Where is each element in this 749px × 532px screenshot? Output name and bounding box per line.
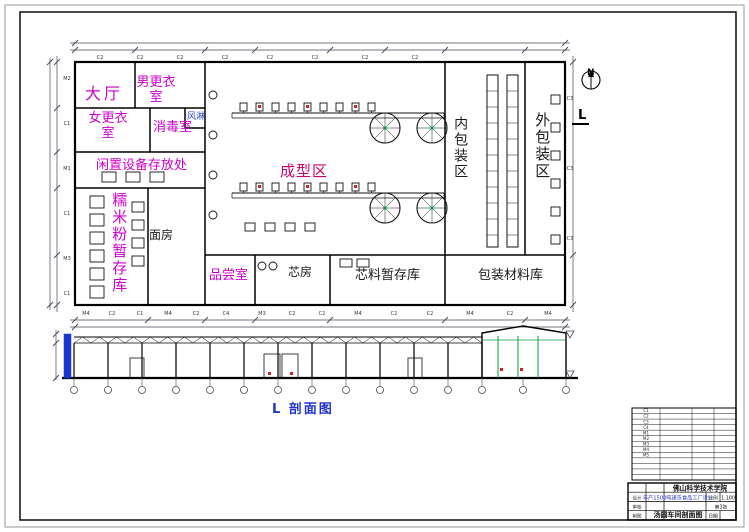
tiny-text: C2 [362,55,369,61]
room-label-dough-room: 面房 [149,228,174,242]
room-label-disinfection: 消毒室 [153,120,193,135]
plan-walls [73,60,567,307]
north-arrow [581,70,601,90]
room-label-packaging-warehouse: 包装材料库 [478,268,544,283]
section-view [52,325,578,394]
tiny-text: C2 [109,311,116,317]
tiny-text: C2 [289,311,296,317]
tiny-text: M3 [63,256,71,262]
title-block-school: 佛山科学技术学院 [672,484,728,493]
tiny-text: M2 [63,76,71,82]
tiny-text: C1 [64,121,71,127]
title-block-scale-value: 1:100 [721,495,735,501]
tiny-text: C4 [223,311,230,317]
title-block-date-label: 日期 [708,513,718,519]
room-label-mens-changing: 男更衣室 [136,75,176,105]
tiny-text: C3 [567,166,574,172]
tiny-text: C1 [64,211,71,217]
tiny-text: C3 [643,419,649,424]
title-block: 佛山科学技术学院 年产1500吨速冻食品工厂设计 汤圆车间剖面图 设计 审核 制… [633,484,735,520]
tiny-text: C2 [222,55,229,61]
north-arrow-label: N [587,68,595,78]
title-block-drawing-title: 汤圆车间剖面图 [654,510,703,519]
tiny-text: M3 [258,311,266,317]
title-block-check-label: 审核 [633,504,642,511]
title-block-project: 年产1500吨速冻食品工厂设计 [643,494,713,502]
title-block-draft-label: 制图 [633,513,642,520]
tiny-text: C2 [137,55,144,61]
tiny-text: C2 [267,55,274,61]
tiny-text: M4 [82,311,90,317]
tiny-text: C1 [137,311,144,317]
title-block-grid [627,482,737,521]
tiny-text: C2 [391,311,398,317]
room-label-lobby: 大厅 [85,84,124,103]
tiny-text: C2 [643,414,649,419]
tiny-text: C2 [427,311,434,317]
room-label-idle-equipment: 闲置设备存放处 [96,158,188,173]
room-label-filling-storage: 芯料暂存库 [355,268,421,283]
tiny-text: C2 [412,55,419,61]
section-title: L 剖面图 [272,402,334,417]
tiny-text: C2 [177,55,184,61]
plan-dimensions [46,39,577,331]
tiny-text: C2 [507,311,514,317]
tiny-text: M4 [164,311,172,317]
tiny-text: M5 [643,453,649,458]
plan-equipment [89,74,561,299]
room-label-filling-room: 芯房 [288,265,313,279]
title-block-scale-label: 比例 [708,494,718,501]
tiny-text: M3 [643,441,649,446]
tiny-text: C2 [319,311,326,317]
room-label-womens-changing: 女更衣室 [88,111,128,141]
tiny-text: M4 [354,311,362,317]
tiny-text: C1 [643,408,649,413]
tiny-text: C3 [567,236,574,242]
tiny-text: M4 [466,311,474,317]
title-block-design-label: 设计 [633,495,642,502]
room-label-inner-packaging: 内包装区 [452,116,469,180]
tiny-text: C2 [97,55,104,61]
room-label-forming-area: 成型区 [280,162,329,180]
tiny-text: C2 [312,55,319,61]
tiny-text: C3 [567,96,574,102]
tiny-text: C2 [193,311,200,317]
room-label-rice-flour-storage: 糯米粉暂存库 [110,192,129,294]
tiny-text: M1 [63,166,71,172]
room-label-air-shower: 风淋 [187,112,206,122]
title-block-sheet-value: 第3张 [715,504,728,511]
room-label-tasting-room: 品尝室 [209,268,249,283]
tiny-text: C1 [64,291,71,297]
tiny-text: C4 [643,425,649,430]
tiny-text: M1 [643,430,649,435]
room-label-outer-packaging: 外包装区 [533,112,552,180]
tiny-text: M2 [643,436,649,441]
tiny-text: M4 [544,311,552,317]
section-cut-letter: L [578,108,587,123]
tiny-text: M4 [643,447,649,452]
page-frame [4,4,745,528]
